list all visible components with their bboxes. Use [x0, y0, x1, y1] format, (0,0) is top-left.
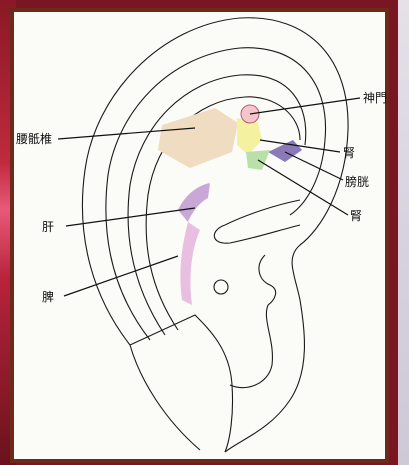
leader-bladder [285, 152, 343, 180]
helix-crus [214, 225, 300, 243]
antitragus [230, 305, 272, 388]
lumbar-sacral-area [158, 108, 238, 168]
label-lumbar: 腰骶椎 [16, 131, 52, 146]
lobe-bottom [130, 345, 200, 450]
label-spleen: 脾 [42, 289, 54, 304]
leader-shenmen [250, 98, 360, 114]
label-liver: 肝 [42, 220, 54, 234]
helix-outer [82, 18, 348, 452]
tragus [259, 255, 276, 305]
spleen-area [180, 222, 200, 305]
helix-inner [106, 48, 326, 340]
leader-liver [66, 208, 195, 226]
liver-area [178, 183, 210, 222]
label-kidney: 腎 [350, 209, 362, 223]
label-kidney-top: 腎 [343, 146, 355, 160]
yellow-area [237, 118, 262, 155]
concha-circle [214, 280, 228, 294]
ear-outline [82, 18, 348, 452]
label-shenmen: 神門 [363, 91, 387, 105]
helix-crus-top [225, 200, 300, 225]
label-bladder: 膀胱 [345, 174, 369, 189]
